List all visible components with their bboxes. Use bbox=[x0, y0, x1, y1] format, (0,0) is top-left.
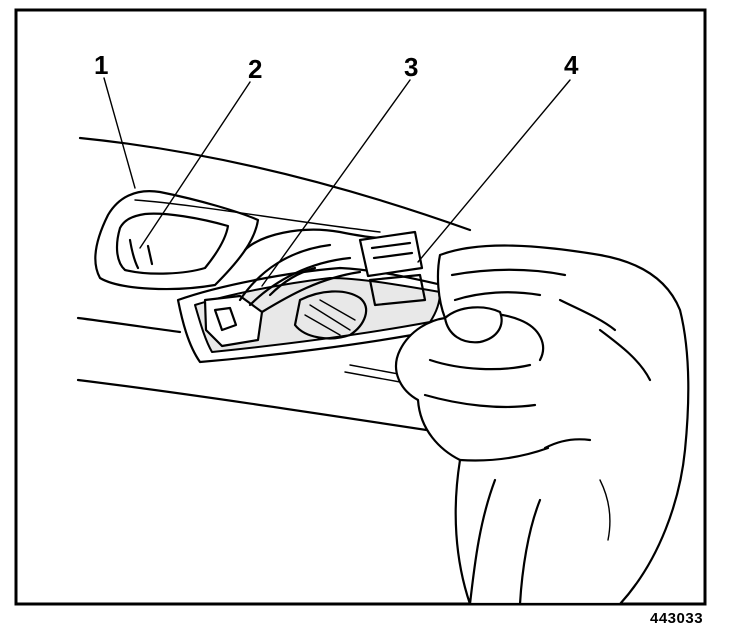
technician-hand bbox=[395, 244, 690, 606]
leader-lines bbox=[103, 77, 571, 287]
figure-number: 443033 bbox=[650, 610, 704, 627]
leader-line-1 bbox=[103, 77, 136, 189]
bulb-socket bbox=[203, 228, 412, 348]
callout-1: 1 bbox=[94, 50, 108, 80]
wiring-connector bbox=[358, 230, 427, 307]
figure-border bbox=[14, 8, 707, 606]
leader-line-3 bbox=[261, 79, 411, 287]
callout-3: 3 bbox=[404, 52, 418, 82]
lamp-housing bbox=[94, 190, 381, 291]
leader-line-2 bbox=[139, 81, 251, 249]
leader-line-4 bbox=[417, 79, 571, 263]
callout-2: 2 bbox=[248, 54, 262, 84]
callout-4: 4 bbox=[564, 50, 579, 80]
